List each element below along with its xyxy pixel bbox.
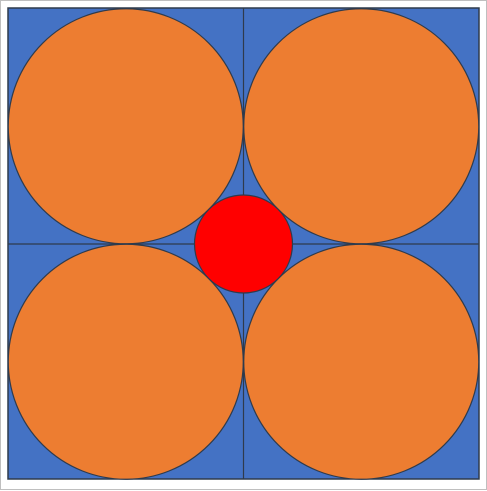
large-circle-top-right: [243, 8, 480, 245]
small-center-circle: [193, 194, 294, 294]
large-circle-bottom-right: [243, 243, 480, 480]
large-circle-bottom-left: [7, 243, 244, 480]
large-circle-top-left: [7, 8, 244, 245]
